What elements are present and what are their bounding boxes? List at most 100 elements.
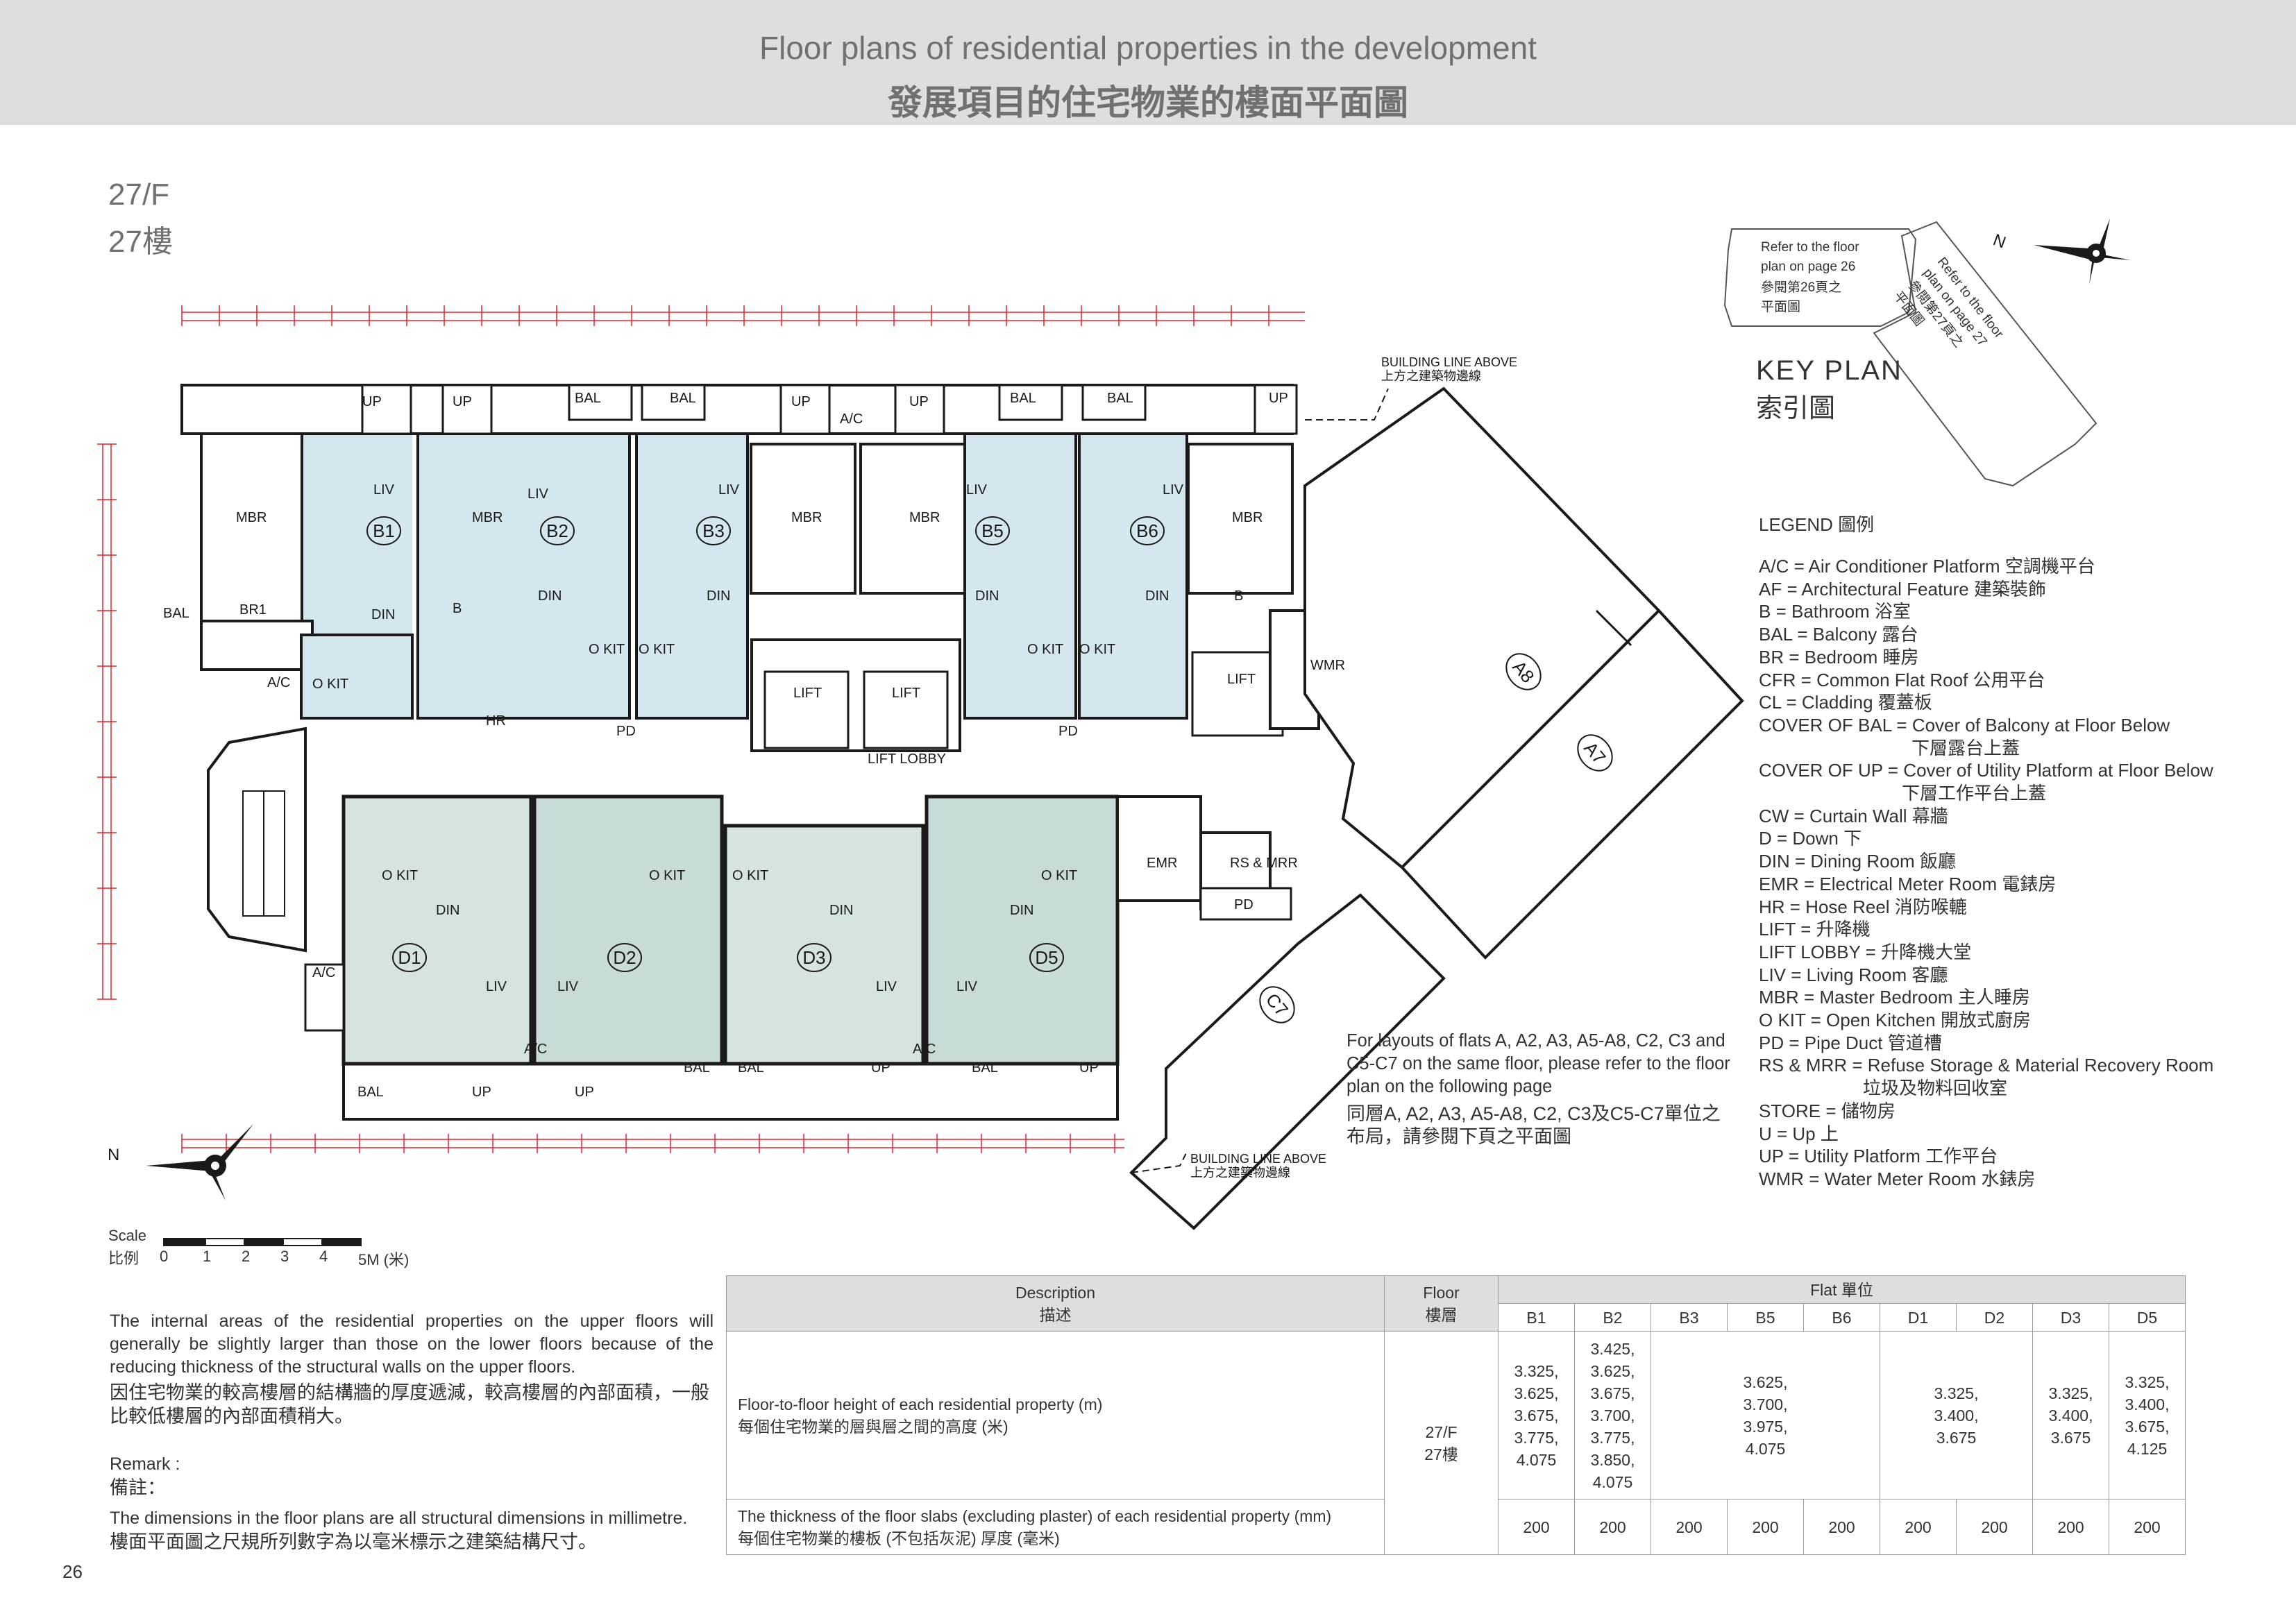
label-b2-mbr: MBR	[472, 510, 503, 525]
label-b6-okit: O KIT	[1079, 642, 1115, 657]
label-d3-okit: O KIT	[732, 868, 768, 883]
table-header-floor-zh: 樓層	[1425, 1305, 1458, 1324]
slab-d1: 200	[1880, 1499, 1957, 1555]
label-b6-liv: LIV	[1163, 482, 1184, 498]
label-b3-ac: A/C	[840, 411, 863, 427]
label-d5-liv: LIV	[956, 979, 978, 994]
scale-tick: 5M (米)	[358, 1251, 410, 1268]
b5-bal	[998, 384, 1063, 421]
unit-b1-mbr	[200, 432, 303, 622]
keyplan-ref1-line-2: plan on page 26	[1761, 260, 1855, 274]
header-title-zh: 發展項目的住宅物業的樓面平面圖	[888, 83, 1408, 122]
label-b3-mbr: MBR	[791, 510, 822, 525]
label-d5-okit: O KIT	[1041, 868, 1077, 883]
b3-up	[779, 384, 831, 435]
flat-d5-tag: D5	[1035, 947, 1058, 968]
keyplan-ref-1: Refer to the floor plan on page 26 參閱第26…	[1761, 240, 1859, 314]
slab-b3: 200	[1651, 1499, 1728, 1555]
label-d5-bal: BAL	[972, 1060, 998, 1076]
table-header-flat-b1: B1	[1498, 1303, 1575, 1332]
lift-1	[763, 670, 850, 749]
label-emr: EMR	[1147, 856, 1177, 871]
legend-item: MBR = Master Bedroom 主人睡房	[1759, 987, 2030, 1008]
unit-b1-br1	[200, 620, 314, 671]
label-lift-lobby: LIFT LOBBY	[868, 751, 946, 767]
legend-title: LEGEND 圖例	[1759, 514, 1875, 535]
d-row-balconies	[342, 1062, 1119, 1121]
table-header-flat-b3: B3	[1651, 1303, 1728, 1332]
height-desc-en: Floor-to-floor height of each residentia…	[738, 1395, 1103, 1413]
building-line-labels: BUILDING LINE ABOVE 上方之建築物邊線 BUILDING LI…	[1190, 355, 1517, 1180]
label-d-ac-2: A/C	[913, 1042, 936, 1057]
unit-b1-din	[300, 634, 414, 720]
legend-item: B = Bathroom 浴室	[1759, 601, 1911, 622]
header-title-en: Floor plans of residential properties in…	[759, 30, 1537, 66]
unit-b1-liv	[301, 434, 412, 635]
legend-item: U = Up 上	[1759, 1123, 1839, 1144]
label-b5-bal: BAL	[1010, 391, 1036, 406]
flat-b2-tag: B2	[546, 520, 568, 541]
label-b2-liv: LIV	[527, 486, 549, 502]
label-b3-okit: O KIT	[639, 642, 675, 657]
scale-bar	[163, 1238, 362, 1246]
table-floor-en: 27/F	[1425, 1422, 1458, 1441]
unit-d1	[341, 794, 533, 1066]
height-d1-d2: 3.325, 3.400, 3.675	[1934, 1384, 1979, 1447]
slab-b5: 200	[1727, 1499, 1804, 1555]
slab-d2: 200	[1956, 1499, 2033, 1555]
label-b1-mbr: MBR	[236, 510, 267, 525]
label-d2-liv: LIV	[557, 979, 579, 994]
scale-tick: 1	[203, 1248, 212, 1265]
slab-b1: 200	[1498, 1499, 1575, 1555]
table-header-description-zh: 描述	[1039, 1305, 1072, 1324]
layout-note-zh: 同層A, A2, A3, A5-A8, C2, C3及C5-C7單位之布局，請參…	[1347, 1103, 1721, 1147]
label-d2-up: UP	[575, 1085, 594, 1100]
label-d1-liv: LIV	[486, 979, 507, 994]
internal-area-en: The internal areas of the residential pr…	[110, 1311, 714, 1377]
legend-item: O KIT = Open Kitchen 開放式廚房	[1759, 1010, 2031, 1031]
legend-item: CL = Cladding 覆蓋板	[1759, 692, 1932, 713]
height-d3: 3.325, 3.400, 3.675	[2048, 1384, 2093, 1447]
unit-d3	[723, 824, 925, 1066]
legend-item: BR = Bedroom 睡房	[1759, 646, 1919, 668]
b3-bal	[641, 384, 706, 421]
label-b1-liv: LIV	[373, 482, 395, 498]
label-d1-bal: BAL	[357, 1085, 384, 1100]
label-b5-mbr: MBR	[909, 510, 940, 525]
legend-item: D = Down 下	[1759, 828, 1862, 849]
b6-up	[1253, 384, 1298, 435]
dimension-lines	[97, 305, 1305, 1153]
label-wmr: WMR	[1310, 658, 1345, 673]
b2-bal	[568, 384, 633, 421]
d-row-units	[304, 609, 1320, 1121]
legend-item: A/C = Air Conditioner Platform 空調機平台	[1759, 556, 2095, 577]
label-b3-liv: LIV	[718, 482, 740, 498]
scale-tick: 4	[319, 1248, 328, 1265]
table-row-slab-desc: The thickness of the floor slabs (exclud…	[726, 1499, 1385, 1555]
label-b6-bath: B	[1234, 588, 1243, 604]
internal-area-zh: 因住宅物業的較高樓層的結構牆的厚度遞減，較高樓層的內部面積，一般比較低樓層的內部…	[110, 1382, 709, 1427]
keyplan-title: KEY PLAN 索引圖	[1756, 355, 1902, 425]
legend: A/C = Air Conditioner Platform 空調機平台 AF …	[1759, 555, 2245, 1191]
legend-item: EMR = Electrical Meter Room 電錶房	[1759, 873, 2057, 894]
table-row: The thickness of the floor slabs (exclud…	[726, 1499, 2186, 1555]
label-b1-br1: BR1	[239, 602, 267, 618]
label-b1-din: DIN	[371, 607, 395, 622]
slab-d5: 200	[2109, 1499, 2186, 1555]
table-header-floor-en: Floor	[1423, 1283, 1460, 1302]
label-b3-up: UP	[791, 394, 811, 409]
table-row-height-desc: Floor-to-floor height of each residentia…	[726, 1331, 1385, 1499]
d1-ac	[304, 963, 345, 1032]
remark-en: The dimensions in the floor plans are al…	[110, 1509, 688, 1528]
height-b3-b6: 3.625, 3.700, 3.975, 4.075	[1743, 1373, 1788, 1458]
building-line-label-en-1: BUILDING LINE ABOVE	[1381, 355, 1517, 369]
legend-item: LIV = Living Room 客廳	[1759, 964, 1948, 985]
label-lift-2: LIFT	[892, 686, 920, 701]
label-d1-din: DIN	[436, 903, 459, 918]
keyplan-ref1-line-3: 參閱第26頁之	[1761, 280, 1841, 295]
height-desc-zh: 每個住宅物業的層與層之間的高度 (米)	[738, 1417, 1008, 1436]
flat-b6-tag: B6	[1136, 520, 1158, 541]
remark-title-en: Remark :	[110, 1454, 180, 1474]
unit-b5-mbr	[859, 443, 966, 595]
